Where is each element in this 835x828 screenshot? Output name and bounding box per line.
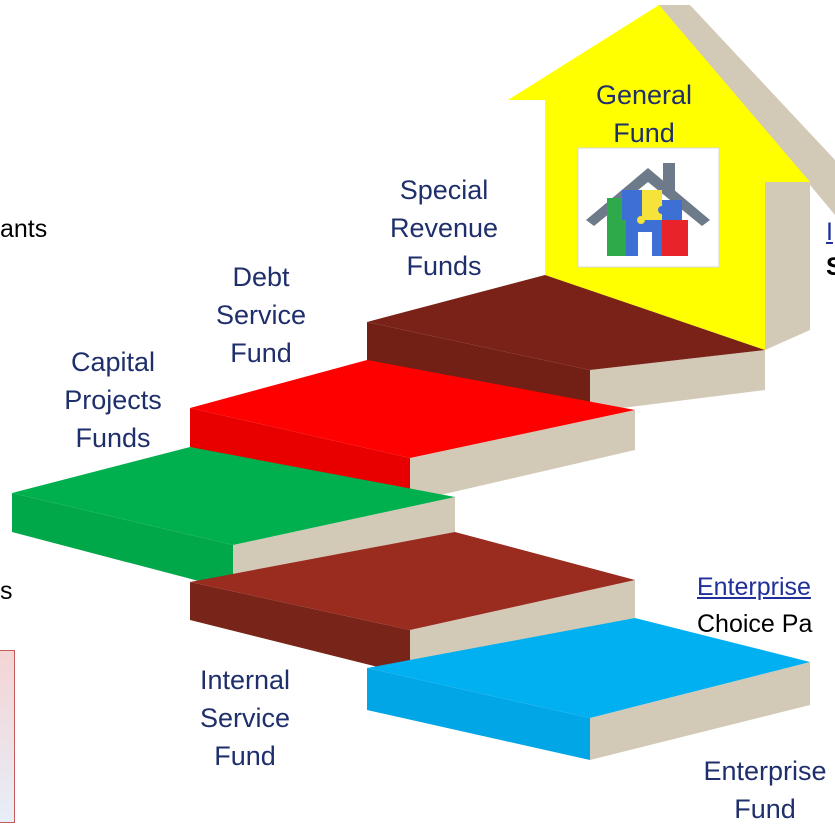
capital-projects-step-front [12,493,233,590]
debt-service-label-line-2: Service [215,300,307,330]
special-revenue-step [367,275,765,412]
special-revenue-label: Special Revenue Funds [376,171,512,285]
house-wall-side [765,182,810,350]
special-revenue-step-side [590,350,765,412]
right-edge-bold-top: S [826,253,835,281]
internal-service-label-line-1: Internal [199,665,291,695]
left-edge-text-mid: s [0,577,13,605]
internal-service-step-top [190,532,635,630]
capital-projects-label-line-2: Projects [64,385,162,415]
enterprise-step-side [590,662,810,760]
left-edge-text-top: ants [0,215,48,243]
debt-service-step-top [190,360,635,458]
internal-service-step-front [190,582,410,675]
enterprise-step [367,618,810,760]
enterprise-fund-label: Enterprise Fund [690,752,835,828]
special-revenue-label-line-1: Special [399,175,489,205]
debt-service-label-line-1: Debt [232,262,290,292]
enterprise-fund-label-line-2: Fund [734,794,796,824]
enterprise-step-top [367,618,810,718]
special-revenue-label-line-2: Revenue [389,213,499,243]
capital-projects-label-line-1: Capital [70,347,156,377]
debt-service-label-line-3: Fund [230,338,292,368]
capital-projects-step-top [12,447,455,545]
general-fund-label: General Fund [579,76,709,152]
capital-projects-label: Capital Projects Funds [48,343,178,457]
capital-projects-label-line-3: Funds [75,423,151,453]
enterprise-link[interactable]: Enterprise [697,573,811,601]
special-revenue-step-front [367,322,590,412]
debt-service-step-side [410,410,635,502]
general-fund-label-line-2: Fund [613,118,675,148]
cropped-thumbnail-image [0,650,15,823]
enterprise-fund-label-line-1: Enterprise [703,756,827,786]
puzzle-house-icon [577,147,720,268]
right-edge-link-top[interactable]: I [826,218,833,246]
enterprise-step-front [367,668,590,760]
special-revenue-step-top [367,275,765,370]
internal-service-label: Internal Service Fund [180,661,310,775]
internal-service-label-line-2: Service [199,703,291,733]
internal-service-label-line-3: Fund [214,741,276,771]
general-fund-label-line-1: General [595,80,693,110]
debt-service-label: Debt Service Fund [196,258,326,372]
choice-text: Choice Pa [697,610,813,638]
special-revenue-label-line-3: Funds [406,251,482,281]
